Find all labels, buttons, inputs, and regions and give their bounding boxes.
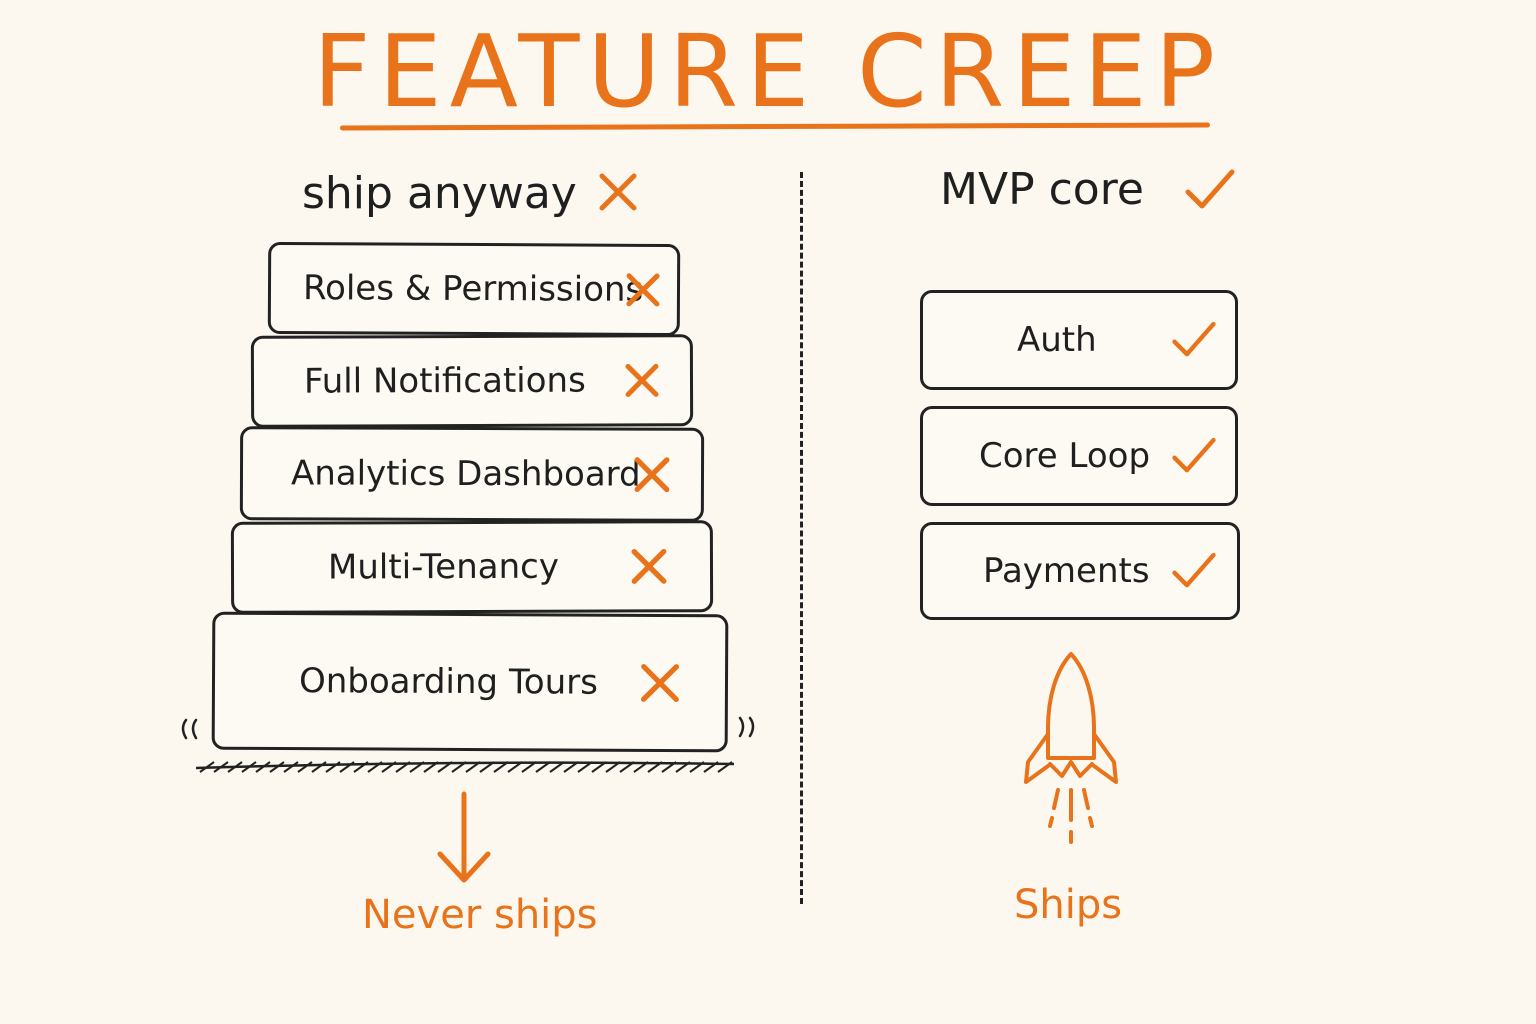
mvp-item-auth: Auth [920,290,1238,390]
mvp-item-label: Payments [983,551,1150,591]
left-heading-text: ship anyway [302,168,577,219]
never-ships-label: Never ships [362,892,598,938]
mvp-item-label: Core Loop [979,436,1151,476]
cross-icon [631,548,667,584]
stack-item-roles-permissions: Roles & Permissions [267,241,681,337]
rocket-icon [1024,652,1118,844]
cross-icon [599,173,637,211]
stack-item-multi-tenancy: Multi-Tenancy [230,520,714,614]
check-icon [1172,437,1216,473]
down-arrow-icon [437,791,491,883]
right-column-heading: MVP core [940,162,1144,218]
cross-icon [640,663,680,703]
stack-item-label: Analytics Dashboard [290,453,641,495]
stack-item-onboarding-tours: Onboarding Tours [211,611,729,753]
stack-item-label: Onboarding Tours [298,661,599,703]
check-icon [1172,552,1216,588]
mvp-item-core-loop: Core Loop [920,406,1238,506]
cross-icon [634,457,670,493]
left-column-heading: ship anyway [302,166,577,222]
page-title: FEATURE CREEP [312,13,1224,130]
stack-item-label: Full Notifications [303,360,586,402]
wobble-lines-icon [738,716,755,738]
cross-icon [626,273,660,307]
ground-hatching [195,761,735,773]
cross-icon [625,363,659,397]
check-icon [1185,169,1235,209]
stack-item-label: Multi-Tenancy [327,546,559,588]
stack-item-full-notifications: Full Notifications [250,334,694,428]
check-icon [1172,321,1216,357]
ships-label: Ships [1014,882,1123,928]
stack-item-analytics-dashboard: Analytics Dashboard [239,426,705,522]
right-heading-text: MVP core [940,164,1144,215]
column-divider [800,172,803,904]
stack-item-label: Roles & Permissions [302,268,644,310]
mvp-item-label: Auth [1017,320,1097,360]
mvp-item-payments: Payments [920,522,1240,620]
wobble-lines-icon [181,718,198,740]
